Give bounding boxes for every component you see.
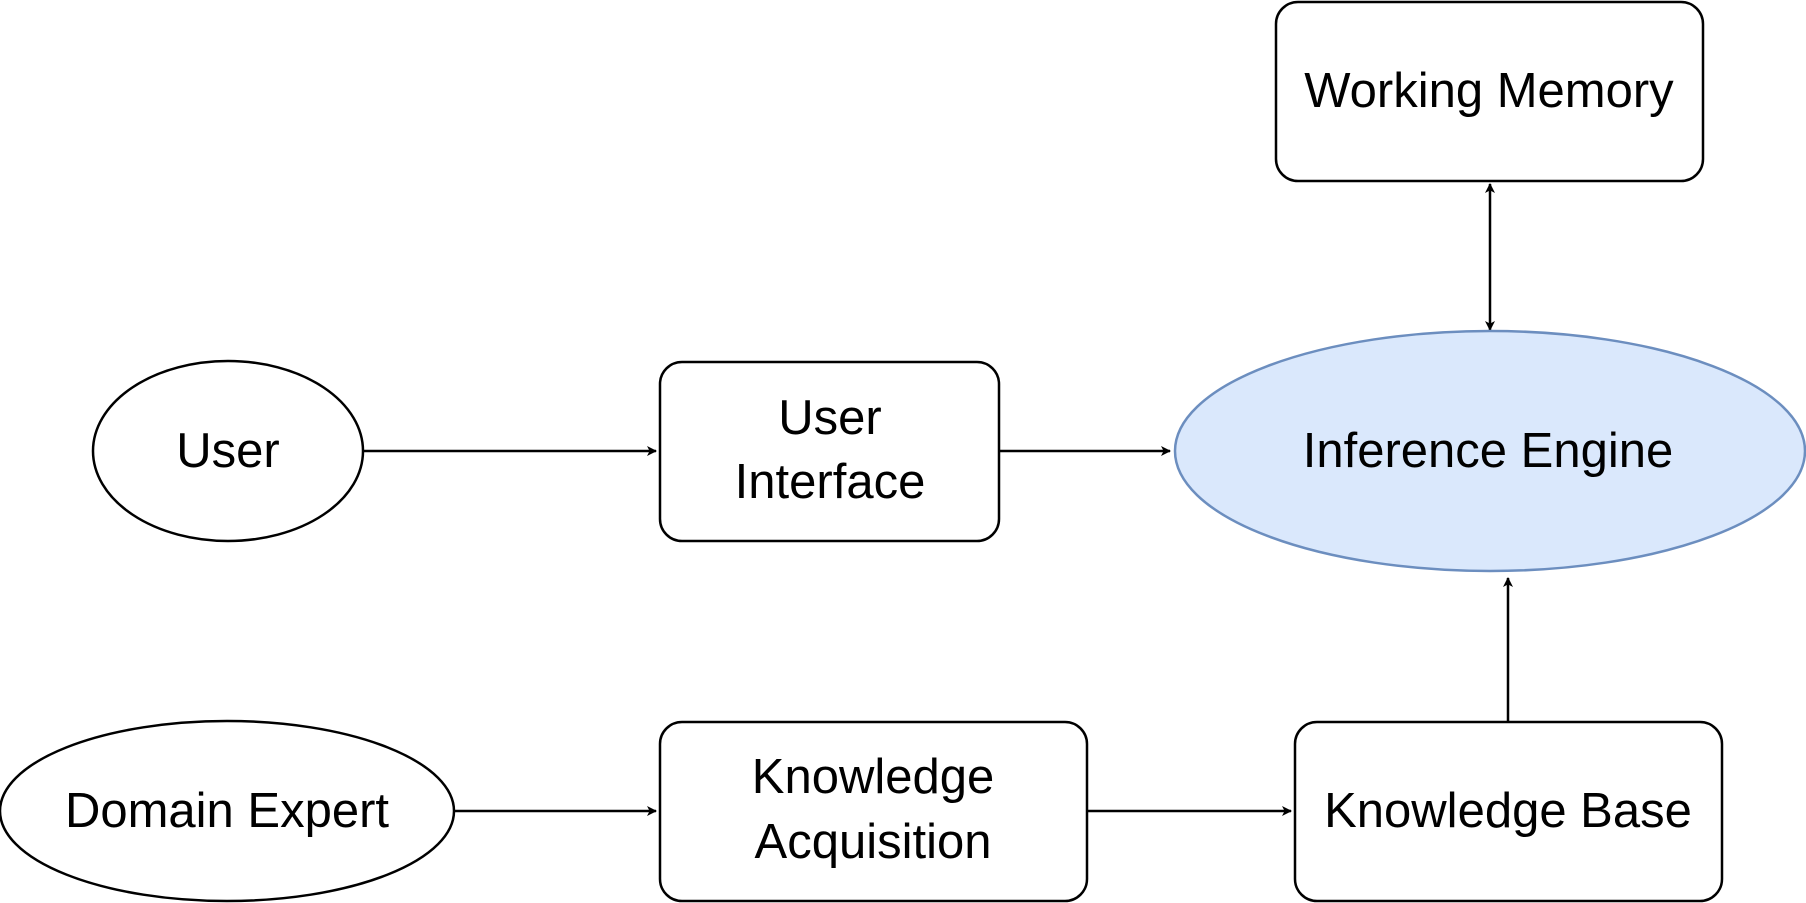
node-knowledge-acquisition-label-line2: Acquisition <box>755 815 992 869</box>
node-user-label: User <box>176 424 279 478</box>
node-inference-engine-shape <box>1173 329 1806 573</box>
node-knowledge-base-label: Knowledge Base <box>1324 784 1692 838</box>
node-domain-expert-label: Domain Expert <box>65 784 389 838</box>
node-working-memory-label: Working Memory <box>1304 64 1674 118</box>
node-knowledge-base[interactable]: Knowledge Base <box>1293 720 1724 903</box>
node-inference-engine[interactable]: Inference Engine <box>1173 329 1806 573</box>
node-inference-engine-label: Inference Engine <box>1303 424 1674 478</box>
node-user-interface-label-line2: Interface <box>735 455 926 509</box>
node-user-interface[interactable]: User Interface <box>658 360 1001 543</box>
node-knowledge-acquisition-label-line1: Knowledge <box>752 750 994 804</box>
node-knowledge-acquisition[interactable]: Knowledge Acquisition <box>658 720 1089 903</box>
node-user-interface-label-line1: User <box>778 391 881 445</box>
node-domain-expert[interactable]: Domain Expert <box>0 719 456 903</box>
node-user[interactable]: User <box>91 359 365 543</box>
node-working-memory[interactable]: Working Memory <box>1274 0 1705 183</box>
